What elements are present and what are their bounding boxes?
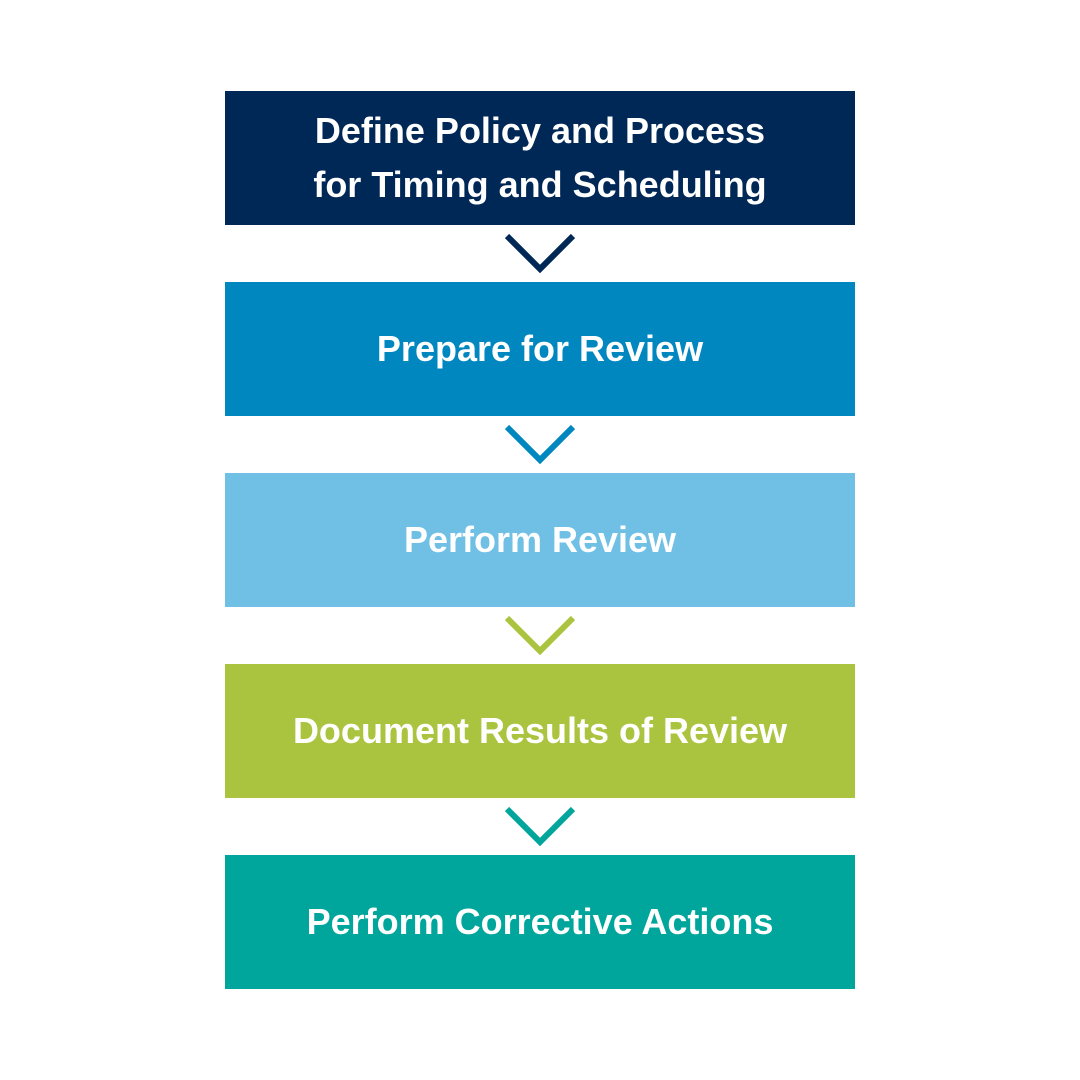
step-define-policy: Define Policy and Process for Timing and… [225, 91, 855, 225]
step-label-line-2: for Timing and Scheduling [313, 164, 767, 205]
step-label: Define Policy and Process for Timing and… [313, 104, 766, 212]
step-label: Document Results of Review [292, 710, 788, 751]
step-label: Perform Corrective Actions [306, 901, 774, 942]
chevron-down-icon [504, 424, 576, 465]
chevron-down-icon [504, 233, 576, 274]
step-perform-review: Perform Review [225, 473, 855, 607]
step-document-results: Document Results of Review [225, 664, 855, 798]
chevron-down-icon [504, 806, 576, 847]
step-label: Perform Review [403, 519, 677, 560]
step-corrective-actions: Perform Corrective Actions [225, 855, 855, 989]
chevron-down-icon [504, 615, 576, 656]
step-prepare-review: Prepare for Review [225, 282, 855, 416]
step-label-line-1: Define Policy and Process [314, 110, 766, 151]
step-label: Prepare for Review [376, 328, 704, 369]
